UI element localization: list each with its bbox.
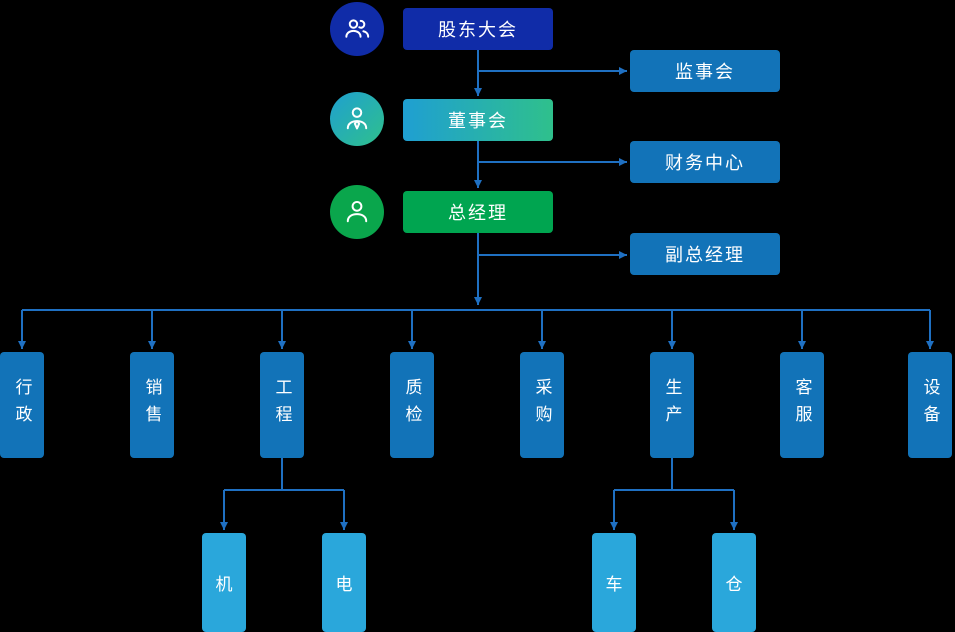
dept-administration: 行政: [0, 352, 44, 458]
sub-label: 仓: [725, 575, 743, 594]
dept-label: 行政: [12, 378, 32, 432]
dept-customer-service: 客服: [780, 352, 824, 458]
sub-label: 车: [605, 575, 623, 594]
person-tie-icon: [330, 92, 384, 146]
dept-label: 客服: [792, 378, 812, 432]
node-board-of-directors: 董事会: [403, 99, 553, 141]
node-deputy-general-manager: 副总经理: [630, 233, 780, 275]
sub-workshop: 车: [592, 533, 636, 632]
node-finance-label: 财务中心: [665, 153, 745, 173]
sub-label: 机: [215, 575, 233, 594]
node-shareholders-label: 股东大会: [438, 20, 518, 40]
dept-label: 工程: [272, 378, 292, 432]
node-finance-center: 财务中心: [630, 141, 780, 183]
people-group-icon: [330, 2, 384, 56]
sub-electric: 电: [322, 533, 366, 632]
dept-procurement: 采购: [520, 352, 564, 458]
person-icon: [330, 185, 384, 239]
sub-warehouse: 仓: [712, 533, 756, 632]
dept-label: 设备: [920, 378, 940, 432]
dept-label: 生产: [662, 378, 682, 432]
node-deputy-gm-label: 副总经理: [665, 245, 745, 265]
node-board-label: 董事会: [448, 111, 508, 131]
dept-label: 采购: [532, 378, 552, 432]
dept-quality: 质检: [390, 352, 434, 458]
node-supervisory-board: 监事会: [630, 50, 780, 92]
dept-production: 生产: [650, 352, 694, 458]
dept-equipment: 设备: [908, 352, 952, 458]
node-shareholders: 股东大会: [403, 8, 553, 50]
sub-label: 电: [335, 575, 353, 594]
dept-sales: 销售: [130, 352, 174, 458]
dept-label: 销售: [142, 378, 162, 432]
dept-engineering: 工程: [260, 352, 304, 458]
node-gm-label: 总经理: [448, 203, 508, 223]
node-supervisory-label: 监事会: [675, 62, 735, 82]
dept-label: 质检: [402, 378, 422, 432]
node-general-manager: 总经理: [403, 191, 553, 233]
sub-machine: 机: [202, 533, 246, 632]
